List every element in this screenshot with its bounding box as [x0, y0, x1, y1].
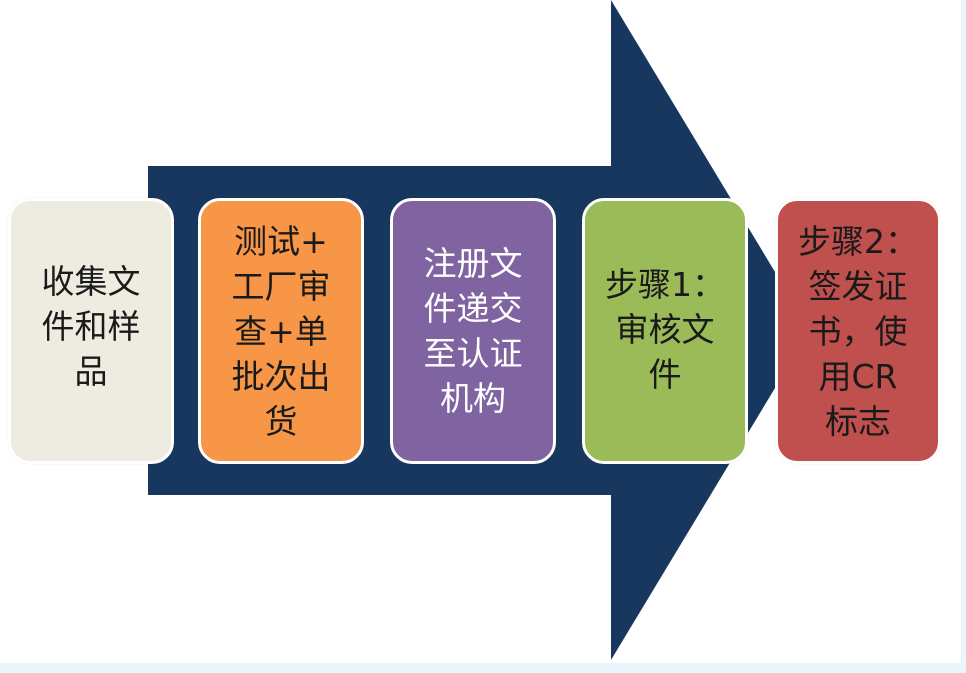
- step-label: 收集文 件和样 品: [41, 261, 141, 391]
- step-box-collect-docs: 收集文 件和样 品: [8, 198, 174, 464]
- step-label: 注册文 件递交 至认证 机构: [423, 244, 523, 418]
- step-box-issue-certificate: 步骤2： 签发证 书，使 用CR 标志: [775, 198, 941, 464]
- step-box-review-docs: 步骤1： 审核文 件: [582, 198, 748, 464]
- step-label: 步骤1： 审核文 件: [605, 264, 725, 394]
- step-label: 测试+ 工厂审 查+单 批次出 货: [231, 221, 331, 441]
- step-box-register-submit: 注册文 件递交 至认证 机构: [390, 198, 556, 464]
- step-box-testing-audit: 测试+ 工厂审 查+单 批次出 货: [198, 198, 364, 464]
- step-label: 步骤2： 签发证 书，使 用CR 标志: [798, 221, 918, 441]
